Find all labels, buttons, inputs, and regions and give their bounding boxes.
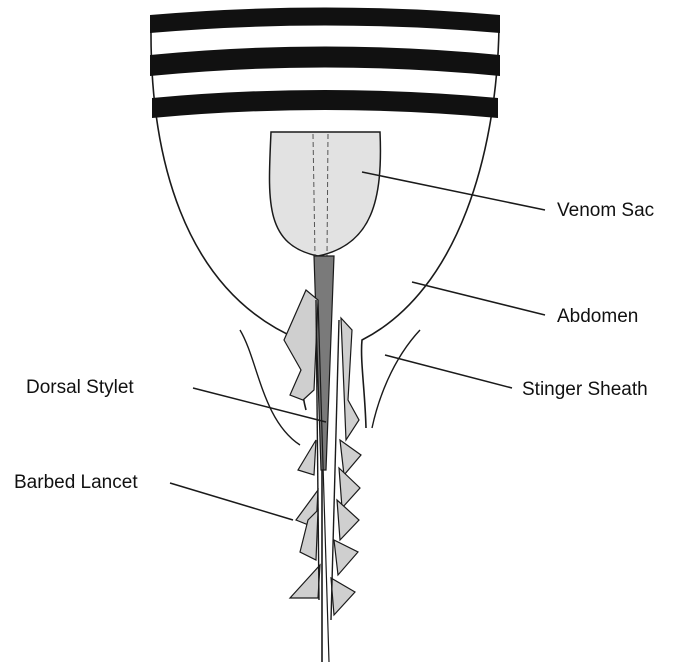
label-venom-sac: Venom Sac [557,200,654,221]
lancet-right-barb-4 [334,540,358,575]
middle-band [150,47,500,77]
barbed-lancet-left [284,290,320,600]
lancet-left-upper [284,290,318,400]
label-stinger-sheath: Stinger Sheath [522,379,648,400]
bottom-band [152,90,498,118]
lancet-left-barb-1 [298,440,316,475]
label-barbed-lancet: Barbed Lancet [14,472,138,493]
leader-stinger-sheath [385,355,512,388]
lancet-right-barb-5 [331,578,355,615]
leader-venom-sac [362,172,545,210]
barbed-lancet-right [331,318,361,620]
label-abdomen: Abdomen [557,306,638,327]
label-dorsal-stylet: Dorsal Stylet [26,377,134,398]
lancet-right-barb-2 [339,468,360,508]
lancet-right-barb-3 [337,500,359,540]
lancet-right-upper [341,318,359,440]
leader-barbed-lancet [170,483,293,520]
top-band [150,8,500,34]
venom-sac [269,132,380,256]
venom-sac-shape [269,132,380,256]
leader-abdomen [412,282,545,315]
lancet-left-barb-4 [290,565,320,598]
abdomen-bands [150,8,500,119]
lancet-right-barb-1 [340,440,361,475]
